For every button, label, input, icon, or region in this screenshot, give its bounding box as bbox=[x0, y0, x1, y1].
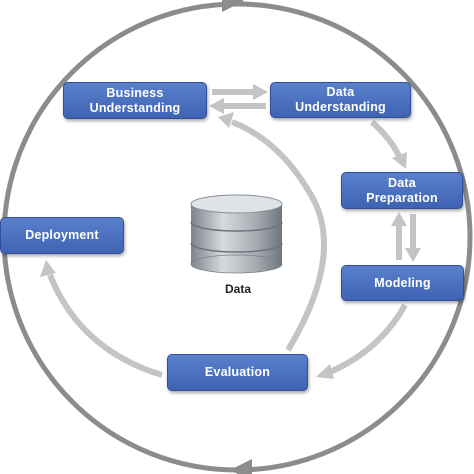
phase-evaluation: Evaluation bbox=[167, 354, 308, 391]
database-icon bbox=[190, 194, 283, 274]
phase-arrows bbox=[40, 84, 421, 379]
data-center-label: Data bbox=[224, 282, 251, 296]
phase-modeling: Modeling bbox=[341, 265, 464, 301]
phase-data-preparation: Data Preparation bbox=[341, 172, 463, 209]
arrow-data-understanding-to-preparation bbox=[369, 119, 403, 160]
phase-data-understanding: Data Understanding bbox=[270, 82, 411, 118]
phase-business-understanding: Business Understanding bbox=[63, 82, 207, 119]
arrow-evaluation-to-business bbox=[230, 119, 327, 352]
arrow-evaluation-to-deployment bbox=[47, 273, 163, 378]
outer-cycle-arrowhead-top bbox=[222, 0, 244, 12]
arrow-modeling-to-evaluation bbox=[328, 303, 408, 375]
phase-deployment: Deployment bbox=[0, 217, 124, 254]
outer-cycle-arrowhead-bottom bbox=[230, 459, 252, 474]
